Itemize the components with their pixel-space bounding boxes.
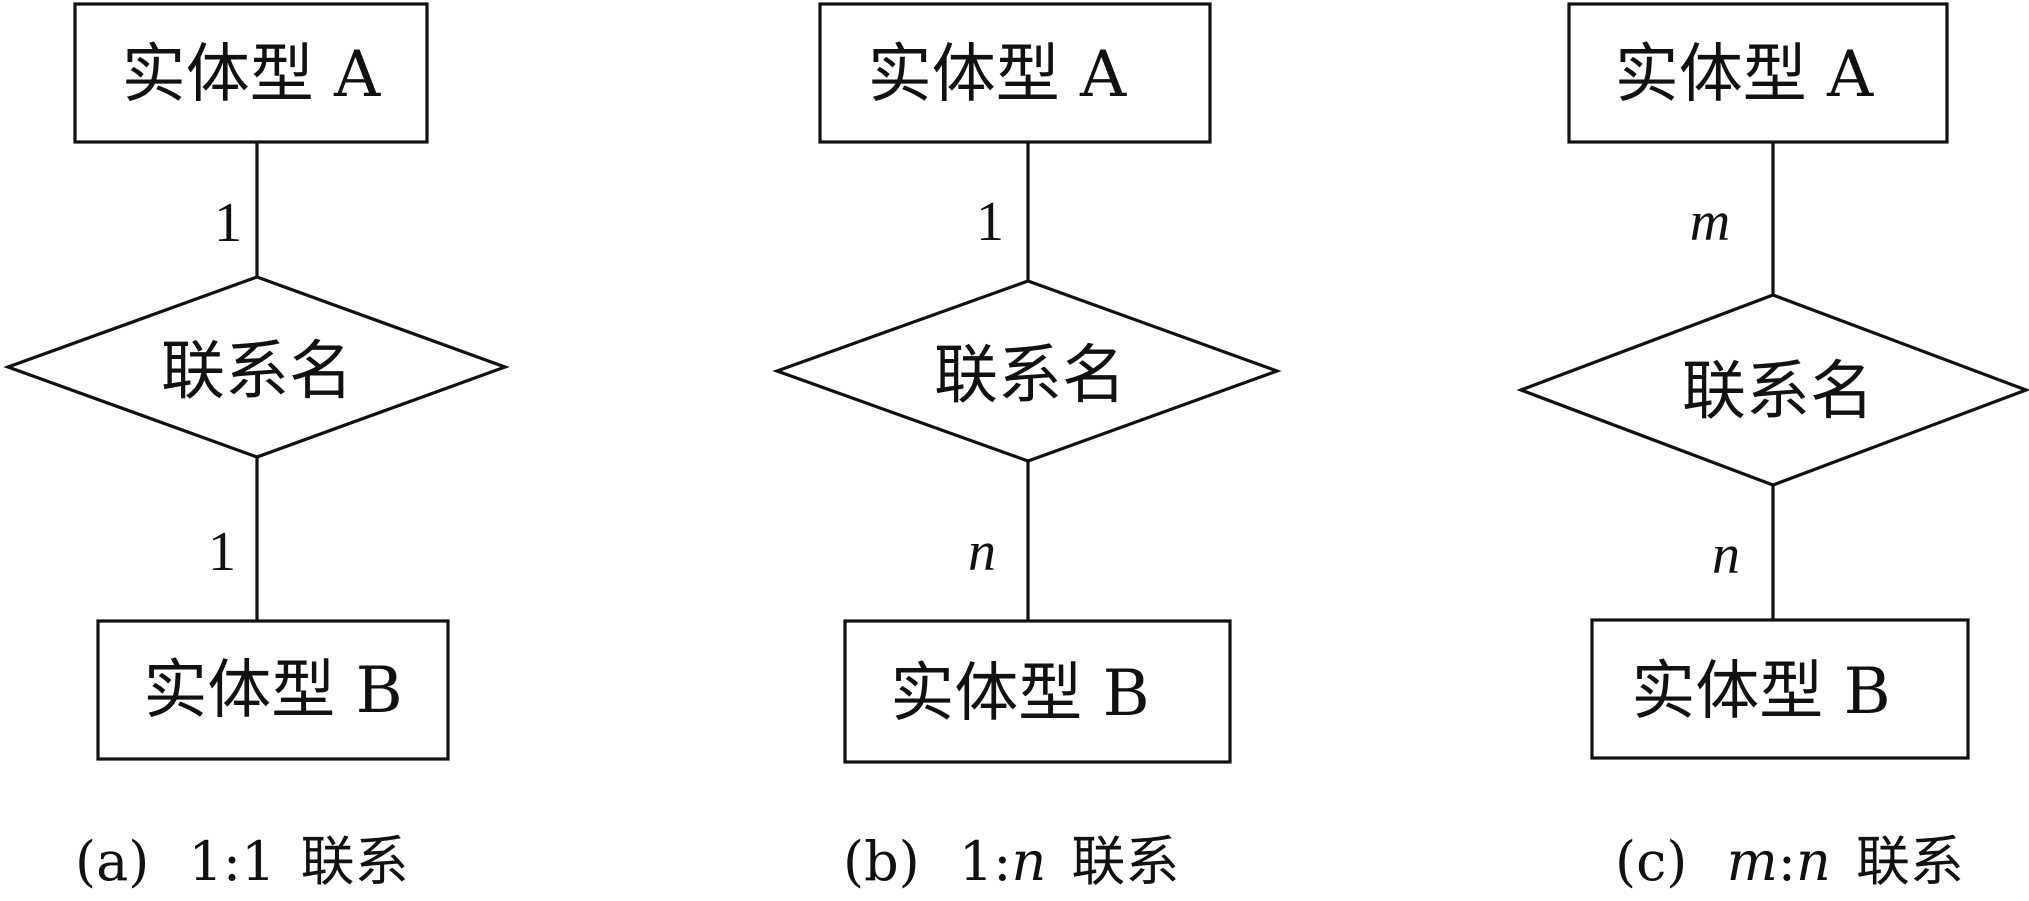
caption-word-a: 联系 — [301, 830, 409, 893]
entity-b-box-c — [1590, 618, 1970, 760]
entity-b-box-a — [96, 619, 450, 761]
panel-b: 实体型 A 联系名 实体型 B 1 n (b) 1:n 联系 — [772, 2, 1282, 893]
relationship-diamond-a — [3, 275, 510, 459]
caption-ratio-a-c: m — [1727, 830, 1778, 893]
cardinality-top-b: 1 — [976, 191, 1004, 253]
entity-b-label-a: 实体型 B — [143, 654, 402, 728]
caption-ratio-b-b: n — [1011, 830, 1046, 893]
entity-b-box-b — [843, 619, 1232, 764]
caption-sep-b: : — [993, 830, 1011, 893]
relationship-diamond-c — [1516, 293, 2029, 487]
caption-c: (c) m:n 联系 — [1615, 830, 1964, 893]
caption-a: (a) 1:1 联系 — [75, 830, 409, 893]
caption-ratio-a-a: 1 — [189, 830, 223, 893]
caption-prefix-b: (b) — [843, 830, 920, 893]
relationship-label-a: 联系名 — [161, 335, 353, 409]
caption-ratio-b-c: n — [1796, 830, 1831, 893]
caption-word-b: 联系 — [1071, 830, 1179, 893]
entity-a-label-b: 实体型 A — [868, 38, 1127, 112]
caption-word-c: 联系 — [1856, 830, 1964, 893]
relationship-label-b: 联系名 — [934, 339, 1126, 413]
caption-prefix-a: (a) — [75, 830, 149, 893]
entity-a-box-b — [818, 2, 1212, 144]
caption-sep-c: : — [1778, 830, 1796, 893]
caption-ratio-b-a: 1 — [241, 830, 275, 893]
entity-a-box-c — [1567, 2, 1949, 144]
entity-a-box-a — [73, 2, 429, 144]
caption-ratio-a-b: 1 — [959, 830, 993, 893]
relationship-label-c: 联系名 — [1682, 355, 1874, 429]
panel-a: 实体型 A 联系名 实体型 B 1 1 (a) 1:1 联系 — [3, 2, 510, 893]
caption-prefix-c: (c) — [1615, 830, 1687, 893]
entity-a-label-a: 实体型 A — [122, 38, 381, 112]
entity-b-label-c: 实体型 B — [1631, 655, 1890, 729]
cardinality-bottom-c: n — [1712, 524, 1740, 586]
cardinality-top-c: m — [1690, 191, 1730, 253]
caption-sep-a: : — [223, 830, 241, 893]
entity-b-label-b: 实体型 B — [890, 657, 1149, 731]
caption-b: (b) 1:n 联系 — [843, 830, 1179, 893]
entity-a-label-c: 实体型 A — [1615, 38, 1874, 112]
cardinality-bottom-a: 1 — [208, 521, 236, 583]
panel-c: 实体型 A 联系名 实体型 B m n (c) m:n 联系 — [1516, 2, 2029, 893]
cardinality-top-a: 1 — [214, 192, 242, 254]
relationship-diamond-b — [772, 279, 1282, 463]
cardinality-bottom-b: n — [968, 521, 996, 583]
